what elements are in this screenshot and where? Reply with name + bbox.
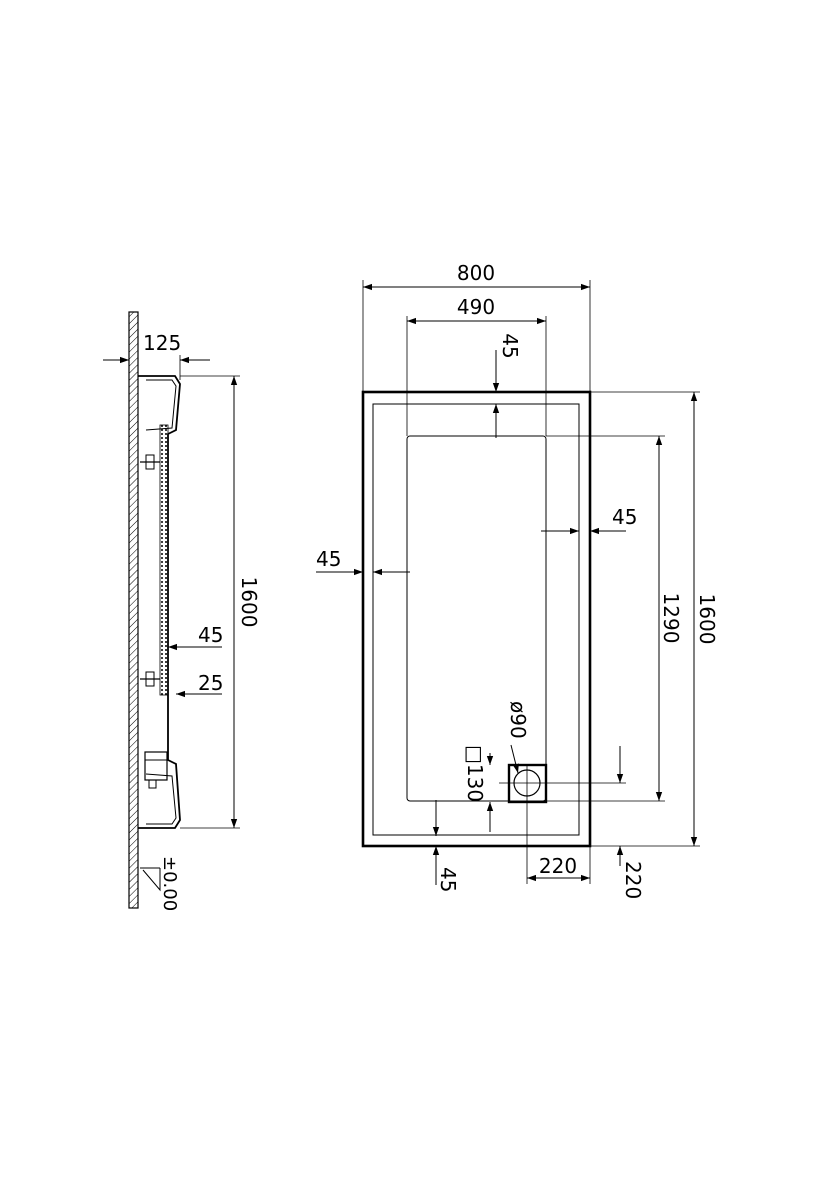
tray-rim — [372, 403, 580, 836]
dim-125: 125 — [143, 331, 181, 355]
level-label: ±0.00 — [159, 856, 180, 911]
dim-1600-top: 1600 — [695, 594, 719, 645]
dim-45-side: 45 — [198, 623, 223, 647]
dim-220-x: 220 — [539, 854, 577, 878]
tray-inner — [145, 379, 177, 431]
dim-220-y: 220 — [621, 861, 645, 899]
dim-45-bottom: 45 — [436, 867, 460, 892]
drain-square: □130 — [463, 745, 487, 802]
adjustable-foot — [140, 454, 160, 470]
dim-490: 490 — [457, 295, 495, 319]
drain-diameter: ø90 — [506, 701, 530, 739]
support-strip — [159, 424, 169, 696]
adjustable-foot — [140, 671, 160, 687]
dim-1600-side: 1600 — [237, 577, 261, 628]
dim-45-left: 45 — [316, 547, 341, 571]
dim-800: 800 — [457, 261, 495, 285]
tray-outer — [361, 390, 592, 848]
wall — [128, 311, 139, 909]
dim-25-side: 25 — [198, 671, 223, 695]
dim-45-top: 45 — [498, 333, 522, 358]
tray-floor — [406, 435, 547, 802]
drain-trap — [144, 751, 168, 789]
dim-1290: 1290 — [659, 593, 683, 644]
drain — [499, 763, 626, 836]
top-view: 800 490 45 45 45 1290 1600 ø90 □130 — [316, 261, 719, 899]
dim-45-right: 45 — [612, 505, 637, 529]
level-mark — [140, 867, 161, 892]
side-view: 125 1600 45 25 ±0.00 — [103, 311, 261, 911]
